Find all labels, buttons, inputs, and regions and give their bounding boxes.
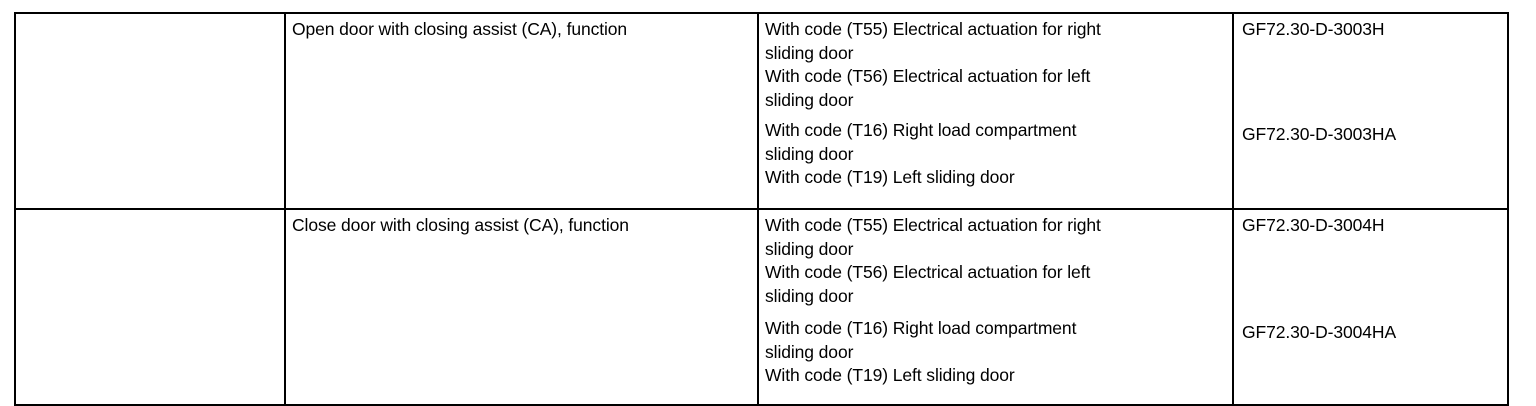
document-reference: GF72.30-D-3004HA: [1242, 321, 1397, 342]
code-line: With code (T56) Electrical actuation for…: [765, 262, 1091, 282]
code-line: sliding door: [765, 143, 854, 164]
code-condition-cell: With code (T55) Electrical actuation for…: [757, 12, 1234, 210]
code-condition-list: With code (T55) Electrical actuation for…: [759, 14, 1232, 196]
code-line: sliding door: [765, 42, 854, 63]
code-line: sliding door: [765, 285, 854, 306]
code-condition-list: With code (T55) Electrical actuation for…: [759, 210, 1232, 394]
code-line: sliding door: [765, 89, 854, 110]
code-group: With code (T55) Electrical actuation for…: [765, 214, 1232, 261]
document-reference-cell: GF72.30-D-3004H GF72.30-D-3004HA: [1232, 208, 1509, 406]
function-text: Open door with closing assist (CA), func…: [292, 19, 628, 39]
document-reference: GF72.30-D-3003H: [1242, 19, 1385, 39]
code-line: sliding door: [765, 341, 854, 362]
code-group: With code (T19) Left sliding door: [765, 364, 1232, 388]
document-reference-list: GF72.30-D-3003H GF72.30-D-3003HA: [1234, 14, 1507, 152]
function-text: Close door with closing assist (CA), fun…: [292, 215, 629, 235]
code-group: With code (T56) Electrical actuation for…: [765, 65, 1232, 112]
code-group: With code (T16) Right load compartment s…: [765, 119, 1232, 166]
document-reference-list: GF72.30-D-3004H GF72.30-D-3004HA: [1234, 210, 1507, 350]
code-line: With code (T16) Right load compartment: [765, 120, 1077, 140]
row-index-cell: [14, 208, 286, 406]
code-condition-cell: With code (T55) Electrical actuation for…: [757, 208, 1234, 406]
code-group: With code (T19) Left sliding door: [765, 166, 1232, 190]
function-cell: Close door with closing assist (CA), fun…: [284, 208, 759, 406]
code-line: With code (T55) Electrical actuation for…: [765, 19, 1101, 39]
code-line: With code (T16) Right load compartment: [765, 318, 1077, 338]
document-reference-cell: GF72.30-D-3003H GF72.30-D-3003HA: [1232, 12, 1509, 210]
code-line: With code (T56) Electrical actuation for…: [765, 66, 1091, 86]
row-index-cell: [14, 12, 286, 210]
code-line: sliding door: [765, 238, 854, 259]
table-row: Close door with closing assist (CA), fun…: [14, 208, 1509, 406]
function-cell: Open door with closing assist (CA), func…: [284, 12, 759, 210]
specification-table: Open door with closing assist (CA), func…: [14, 12, 1509, 406]
code-group: With code (T56) Electrical actuation for…: [765, 261, 1232, 308]
code-line: With code (T19) Left sliding door: [765, 167, 1015, 187]
code-line: With code (T55) Electrical actuation for…: [765, 215, 1101, 235]
document-reference: GF72.30-D-3003HA: [1242, 123, 1397, 144]
document-reference: GF72.30-D-3004H: [1242, 215, 1385, 235]
row-index-text: [16, 14, 284, 208]
code-group: With code (T16) Right load compartment s…: [765, 317, 1232, 364]
code-group: With code (T55) Electrical actuation for…: [765, 18, 1232, 65]
row-index-text: [16, 210, 284, 404]
code-line: With code (T19) Left sliding door: [765, 365, 1015, 385]
table-row: Open door with closing assist (CA), func…: [14, 12, 1509, 210]
